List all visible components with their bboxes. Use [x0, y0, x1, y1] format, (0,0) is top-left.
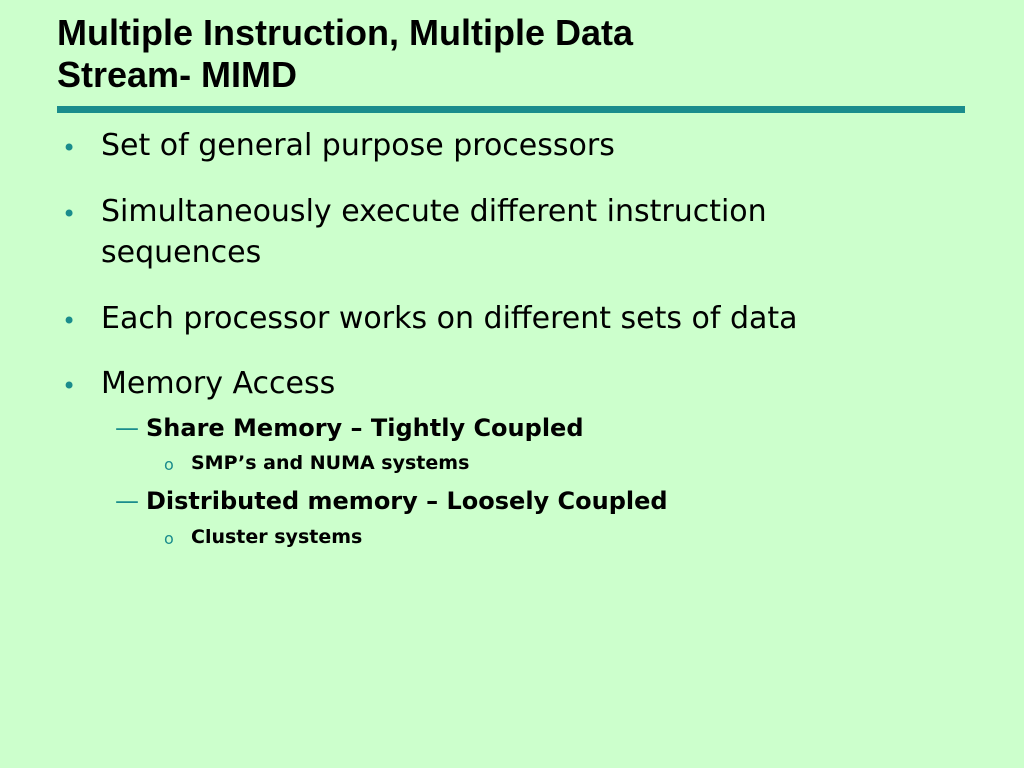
bullet-item-2-line-2: sequences [101, 235, 262, 270]
bullet-dot-icon: • [62, 134, 77, 162]
sub-sub-bullet-cluster: Cluster systems [191, 526, 363, 548]
bullet-item-1: Set of general purpose processors [101, 128, 615, 163]
sub-bullet-distributed-memory: Distributed memory – Loosely Coupled [146, 487, 668, 515]
slide-title: Multiple Instruction, Multiple Data Stre… [57, 12, 957, 96]
bullet-item-4: Memory Access [101, 366, 336, 401]
dash-bullet-icon: — [115, 414, 139, 442]
title-line-1: Multiple Instruction, Multiple Data [57, 12, 633, 53]
bullet-dot-icon: • [62, 372, 77, 400]
sub-bullet-shared-memory: Share Memory – Tightly Coupled [146, 414, 584, 442]
bullet-dot-icon: • [62, 307, 77, 335]
bullet-item-2-line-1: Simultaneously execute different instruc… [101, 194, 767, 229]
circle-bullet-icon: o [164, 529, 174, 548]
title-line-2: Stream- MIMD [57, 54, 298, 95]
bullet-item-3: Each processor works on different sets o… [101, 301, 798, 336]
dash-bullet-icon: — [115, 487, 139, 515]
circle-bullet-icon: o [164, 455, 174, 474]
sub-sub-bullet-smp: SMP’s and NUMA systems [191, 452, 470, 474]
title-underline-rule [57, 106, 965, 113]
bullet-dot-icon: • [62, 200, 77, 228]
